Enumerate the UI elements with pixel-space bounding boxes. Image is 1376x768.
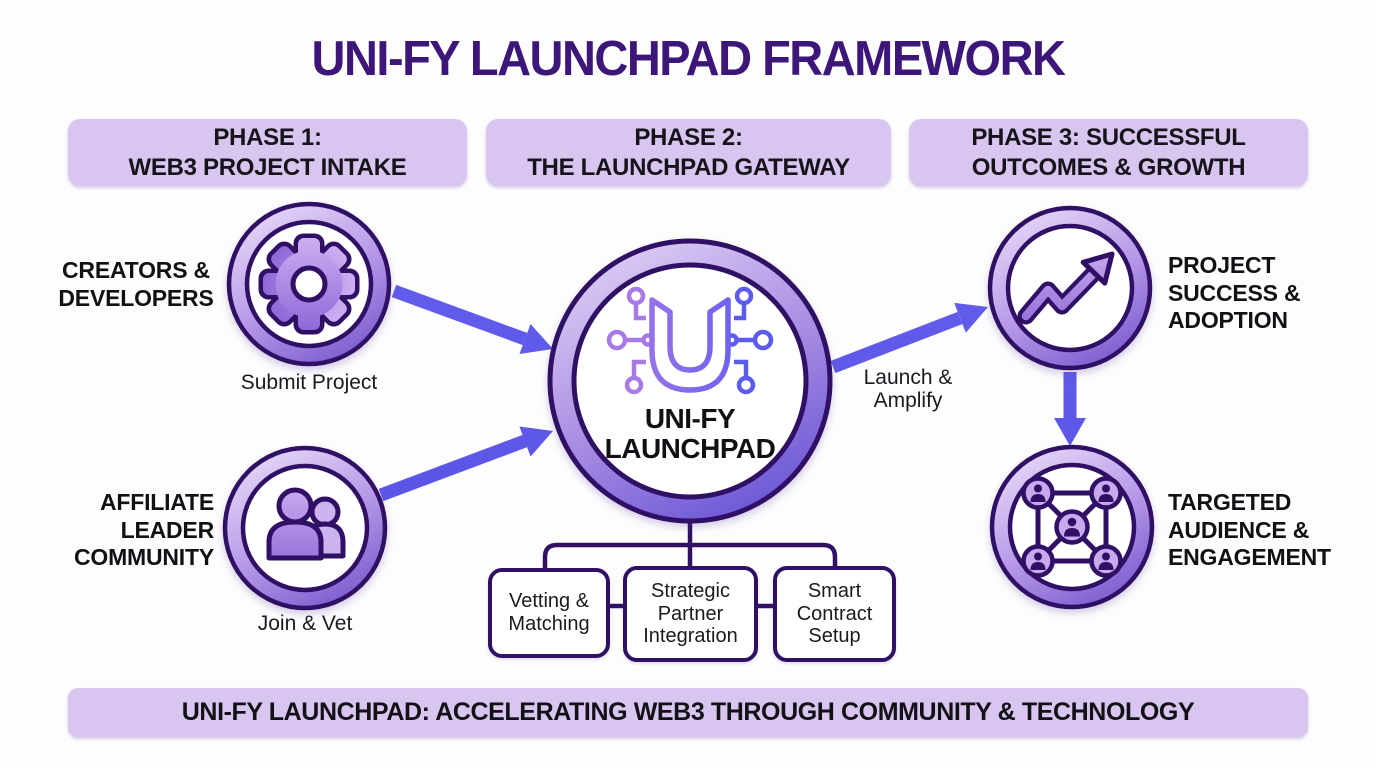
page-title: UNI-FY LAUNCHPAD FRAMEWORK xyxy=(311,29,1066,86)
success-label: PROJECT SUCCESS & ADOPTION xyxy=(1168,252,1301,334)
growth-arrow-icon xyxy=(1017,251,1115,325)
launch-amplify-label: Launch & Amplify xyxy=(863,366,953,413)
arrow-affiliate-to-hub xyxy=(378,426,553,502)
substep-strategic-partner-integration: Strategic Partner Integration xyxy=(623,566,758,662)
arrow-success-to-audience xyxy=(1054,372,1086,446)
gear-icon xyxy=(258,233,360,335)
bottom-banner: UNI-FY LAUNCHPAD: ACCELERATING WEB3 THRO… xyxy=(68,688,1308,737)
phase-1-header: PHASE 1: WEB3 PROJECT INTAKE xyxy=(68,119,467,186)
substep-smart-contract-setup: Smart Contract Setup xyxy=(773,566,896,662)
hub-label: UNI-FY LAUNCHPAD xyxy=(604,403,776,465)
creators-label: CREATORS & DEVELOPERS xyxy=(58,257,214,311)
network-icon xyxy=(1021,476,1123,578)
audience-label: TARGETED AUDIENCE & ENGAGEMENT xyxy=(1168,489,1331,571)
hub-circle xyxy=(547,238,833,524)
affiliate-caption: Join & Vet xyxy=(257,612,353,635)
phase-3-header: PHASE 3: SUCCESSFUL OUTCOMES & GROWTH xyxy=(909,119,1308,186)
audience-node-circle xyxy=(989,444,1155,610)
creators-node-circle xyxy=(226,201,392,367)
substep-vetting-matching: Vetting & Matching xyxy=(488,568,610,658)
phase-2-header: PHASE 2: THE LAUNCHPAD GATEWAY xyxy=(486,119,891,186)
affiliate-label: AFFILIATE LEADER COMMUNITY xyxy=(73,489,214,571)
arrow-creators-to-hub xyxy=(391,284,553,354)
creators-caption: Submit Project xyxy=(240,371,378,394)
success-node-circle xyxy=(987,205,1153,371)
arrow-hub-to-success xyxy=(830,302,988,374)
affiliate-node-circle xyxy=(222,445,388,611)
unify-circuit-logo xyxy=(606,286,774,395)
flow-arrows xyxy=(378,284,1086,502)
people-icon xyxy=(266,487,346,561)
